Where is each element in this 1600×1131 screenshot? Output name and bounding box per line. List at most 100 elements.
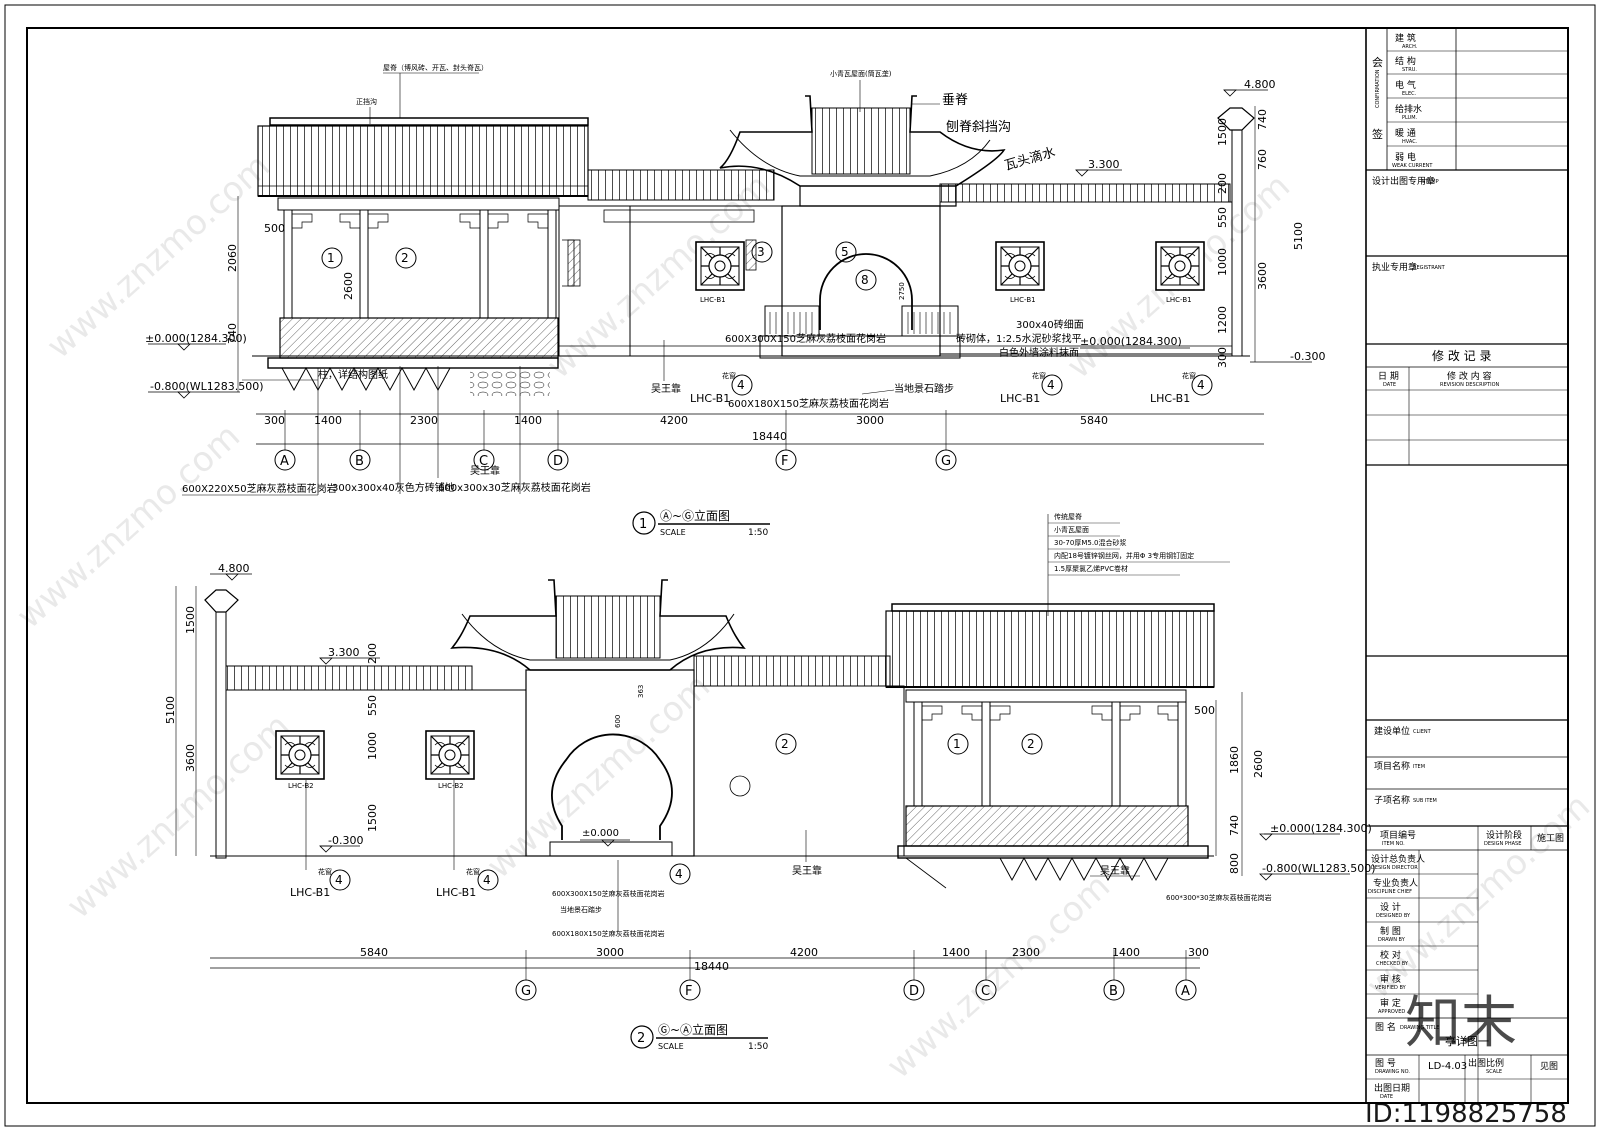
svg-text:D: D: [553, 454, 563, 469]
stamp-label: 设计出图专用章: [1372, 175, 1435, 187]
svg-text:3.300: 3.300: [1088, 158, 1120, 171]
svg-text:2: 2: [781, 737, 789, 751]
svg-text:600X180X150芝麻灰荔枝面花岗岩: 600X180X150芝麻灰荔枝面花岗岩: [552, 929, 665, 938]
e2-title: 2 Ⓖ~Ⓐ立面图 SCALE 1:50: [630, 1022, 768, 1052]
e1-note-roof: 小青瓦屋面(筒瓦垄): [830, 69, 892, 78]
svg-text:1.5厚聚氯乙烯PVC卷材: 1.5厚聚氯乙烯PVC卷材: [1054, 564, 1128, 573]
svg-text:LHC-B1: LHC-B1: [1166, 296, 1192, 304]
svg-text:1500: 1500: [366, 804, 379, 832]
svg-text:花窗: 花窗: [1182, 371, 1196, 380]
svg-text:日 期: 日 期: [1378, 371, 1399, 382]
stamp-label-en: STAMP: [1422, 179, 1439, 185]
sub-item-label-en: SUB ITEM: [1413, 798, 1437, 804]
svg-text:4: 4: [1197, 378, 1205, 392]
registrant-label: 执业专用章: [1372, 261, 1417, 273]
e1-pavilion-frame: [267, 197, 560, 396]
svg-text:1000: 1000: [1216, 248, 1229, 276]
svg-text:2750: 2750: [898, 282, 906, 300]
svg-text:±0.000(1284.300): ±0.000(1284.300): [1270, 822, 1372, 835]
e1-note-wavy: 刨脊斜挡沟: [946, 120, 1011, 135]
svg-text:550: 550: [366, 695, 379, 716]
e1-callouts: 1 2 3 5 8: [321, 241, 877, 291]
svg-text:8: 8: [861, 273, 869, 287]
svg-text:专业负责人: 专业负责人: [1373, 877, 1418, 889]
svg-text:600: 600: [614, 715, 622, 728]
svg-text:设计总负责人: 设计总负责人: [1371, 853, 1425, 865]
svg-text:www.znzmo.com: www.znzmo.com: [9, 416, 248, 637]
scale-value: 见图: [1540, 1061, 1558, 1072]
svg-text:-0.300: -0.300: [328, 834, 363, 847]
svg-text:F: F: [781, 454, 788, 469]
e1-lattice-labels: LHC-B1 LHC-B1 LHC-B1: [700, 296, 1192, 304]
drawing-no-label-en: DRAWING NO.: [1375, 1069, 1410, 1075]
svg-text:花窗: 花窗: [1032, 371, 1046, 380]
svg-text:REVISION DESCRIPTION: REVISION DESCRIPTION: [1440, 382, 1500, 388]
e2-pavilion: [885, 603, 1215, 889]
e2-annotations: 600X300X150芝麻灰荔枝面花岗岩 当地景石踏步 600X180X150芝…: [552, 830, 1272, 938]
svg-text:1: 1: [953, 737, 961, 751]
e1-note-stone-step: 当地景石踏步: [894, 382, 954, 395]
svg-text:LHC-B1: LHC-B1: [290, 886, 330, 899]
date-label: 出图日期: [1374, 1082, 1410, 1094]
svg-text:弱 电: 弱 电: [1395, 151, 1416, 163]
e1-note-paving2: 300x300x40灰色方砖铺地: [332, 481, 455, 494]
e1-pavilion-roof: [257, 117, 589, 197]
e1-moon-gate: [759, 205, 961, 359]
e1-note-granite-step: 600X180X150芝麻灰荔枝面花岗岩: [728, 397, 889, 410]
svg-text:ITEM NO.: ITEM NO.: [1382, 841, 1405, 847]
svg-text:200: 200: [1216, 173, 1229, 194]
svg-text:550: 550: [1216, 207, 1229, 228]
item-label: 项目名称: [1374, 760, 1410, 772]
svg-text:500: 500: [1194, 704, 1215, 717]
svg-text:740: 740: [1228, 815, 1241, 836]
svg-text:APPROVED: APPROVED: [1378, 1009, 1405, 1015]
svg-text:设计阶段: 设计阶段: [1486, 829, 1522, 841]
e1-note-drip: 瓦头滴水: [1003, 144, 1057, 174]
svg-text:3000: 3000: [856, 414, 884, 427]
svg-text:DATE: DATE: [1383, 382, 1396, 388]
svg-text:C: C: [981, 984, 990, 999]
svg-text:花窗: 花窗: [318, 867, 332, 876]
drawing-no-label: 图 号: [1375, 1058, 1396, 1069]
svg-text:2600: 2600: [342, 272, 355, 300]
svg-text:LHC-B1: LHC-B1: [1010, 296, 1036, 304]
svg-text:DESIGN DIRECTOR: DESIGN DIRECTOR: [1371, 865, 1418, 871]
svg-text:800: 800: [1228, 853, 1241, 874]
svg-text:300: 300: [1188, 946, 1209, 959]
svg-text:30-70厚M5.0混合砂浆: 30-70厚M5.0混合砂浆: [1054, 538, 1127, 547]
e1-axes: A B C D F G: [274, 410, 957, 471]
svg-text:吴王靠: 吴王靠: [1100, 864, 1130, 877]
svg-text:1000: 1000: [366, 732, 379, 760]
svg-text:校 对: 校 对: [1380, 949, 1401, 961]
svg-text:1200: 1200: [1216, 306, 1229, 334]
e2-bottom-callouts: 4 花窗 LHC-B1 4 花窗 LHC-B1: [290, 780, 499, 899]
svg-text:当地景石踏步: 当地景石踏步: [560, 905, 602, 914]
client-label-en: CLIENT: [1413, 729, 1432, 735]
elevation-1: 4.800 3.300 ±0.000(1284.300) -0.800(WL12…: [145, 63, 1325, 538]
svg-text:制 图: 制 图: [1380, 925, 1401, 937]
svg-text:±0.000(1284.300): ±0.000(1284.300): [145, 332, 247, 345]
svg-text:740: 740: [226, 323, 239, 344]
svg-text:LHC-B1: LHC-B1: [1000, 392, 1040, 405]
e2-vertical-dims: 1500 200 550 1000 1500 5100 3600 500 186…: [164, 586, 1265, 876]
drawing-title-value: 亭详图一: [1445, 1034, 1489, 1048]
svg-text:项目编号: 项目编号: [1380, 829, 1416, 841]
svg-text:4: 4: [483, 873, 491, 887]
svg-text:600X300X150芝麻灰荔枝面花岗岩: 600X300X150芝麻灰荔枝面花岗岩: [552, 889, 665, 898]
sign-vertical-en: CONFIRMATION: [1375, 69, 1381, 108]
watermark-id: ID:1198825758: [1365, 1099, 1567, 1129]
sign-vertical-cn: 签: [1372, 127, 1383, 141]
svg-text:4200: 4200: [790, 946, 818, 959]
svg-text:SCALE: SCALE: [660, 528, 686, 537]
svg-text:CHECKED BY: CHECKED BY: [1376, 961, 1409, 967]
e2-gate-roof: [450, 579, 746, 671]
svg-text:1860: 1860: [1228, 746, 1241, 774]
svg-text:-0.800(WL1283.500): -0.800(WL1283.500): [1262, 862, 1376, 875]
svg-text:3600: 3600: [184, 744, 197, 772]
revision-title: 修 改 记 录: [1432, 348, 1491, 363]
svg-text:4: 4: [335, 873, 343, 887]
svg-text:4: 4: [737, 378, 745, 392]
svg-text:±0.000: ±0.000: [582, 828, 619, 839]
